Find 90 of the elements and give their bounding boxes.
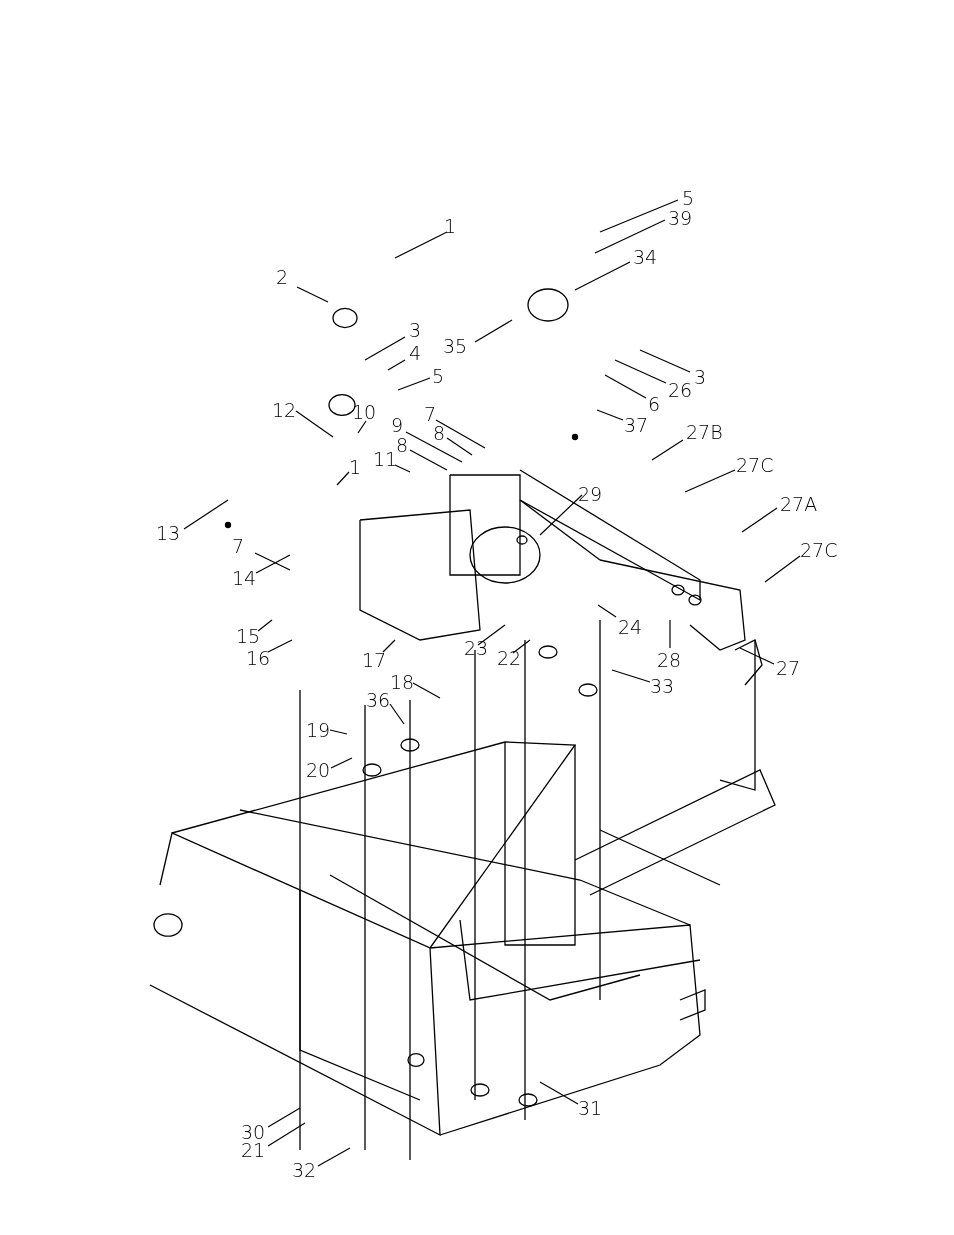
leader-line bbox=[267, 639, 293, 653]
leader-line bbox=[389, 703, 405, 725]
leader-line bbox=[409, 449, 448, 471]
callout-number: 15 bbox=[236, 626, 261, 646]
leader-line bbox=[183, 499, 229, 530]
callout-number: 27A bbox=[780, 494, 818, 514]
callout-number: 1 bbox=[349, 457, 362, 477]
callout-number: 4 bbox=[409, 343, 422, 363]
callout-number: 7 bbox=[424, 404, 437, 424]
callout-number: 5 bbox=[432, 366, 445, 386]
leader-line bbox=[597, 604, 617, 618]
callout-number: 27B bbox=[686, 422, 723, 442]
callout-number: 31 bbox=[578, 1098, 603, 1118]
leader-line bbox=[739, 647, 775, 665]
callout-number: 1 bbox=[444, 216, 457, 236]
callout-number: 29 bbox=[578, 484, 603, 504]
callout-number: 27C bbox=[800, 540, 838, 560]
leader-line bbox=[741, 507, 778, 533]
leader-line bbox=[397, 377, 431, 391]
leader-line bbox=[267, 1107, 301, 1128]
callout-number: 3 bbox=[694, 367, 707, 387]
callout-number: 7 bbox=[232, 536, 245, 556]
callout-number: 37 bbox=[624, 415, 649, 435]
callout-number: 2 bbox=[276, 267, 289, 287]
leader-line bbox=[539, 494, 583, 536]
callout-number: 35 bbox=[443, 336, 468, 356]
leader-line bbox=[669, 619, 671, 649]
leader-line bbox=[614, 359, 667, 384]
callout-number: 27C bbox=[736, 455, 774, 475]
leader-line bbox=[684, 469, 736, 493]
leader-line bbox=[257, 619, 273, 632]
leader-line bbox=[539, 1081, 579, 1105]
leader-line bbox=[611, 669, 651, 683]
leader-line bbox=[336, 471, 350, 486]
callout-number: 13 bbox=[156, 523, 181, 543]
leader-line bbox=[477, 624, 506, 646]
leader-line bbox=[267, 1122, 306, 1147]
callout-number: 27 bbox=[776, 658, 801, 678]
callout-number: 26 bbox=[668, 380, 693, 400]
leader-line bbox=[295, 410, 334, 438]
callout-number: 16 bbox=[246, 648, 271, 668]
leader-line bbox=[651, 439, 684, 461]
leader-line bbox=[296, 286, 329, 303]
leader-line bbox=[412, 682, 441, 699]
leader-line bbox=[329, 729, 348, 735]
callout-number: 20 bbox=[306, 760, 331, 780]
leader-line bbox=[357, 420, 367, 434]
leader-line bbox=[512, 639, 531, 654]
leader-line bbox=[317, 1147, 351, 1167]
leader-line bbox=[764, 555, 801, 583]
callout-number: 28 bbox=[657, 650, 682, 670]
callout-number: 8 bbox=[433, 423, 446, 443]
callout-number: 14 bbox=[232, 568, 257, 588]
callout-number: 19 bbox=[306, 720, 331, 740]
leader-line bbox=[364, 336, 406, 361]
callout-number: 22 bbox=[497, 648, 522, 668]
callout-number: 18 bbox=[390, 672, 415, 692]
callout-number: 3 bbox=[409, 320, 422, 340]
callout-number: 33 bbox=[650, 676, 675, 696]
leader-line bbox=[596, 409, 624, 421]
callout-number: 5 bbox=[682, 188, 695, 208]
leader-line bbox=[387, 359, 406, 371]
leader-line bbox=[394, 464, 411, 473]
leader-line bbox=[574, 261, 631, 291]
leader-line bbox=[394, 231, 448, 259]
leader-line bbox=[594, 219, 666, 254]
callout-number: 24 bbox=[618, 617, 643, 637]
callout-number: 21 bbox=[241, 1140, 266, 1160]
leader-line bbox=[599, 199, 679, 233]
leader-line bbox=[382, 639, 396, 653]
callout-number: 34 bbox=[633, 247, 658, 267]
leader-line bbox=[435, 419, 486, 449]
leader-line bbox=[405, 431, 463, 463]
leader-line bbox=[446, 437, 473, 456]
callout-number: 12 bbox=[272, 400, 297, 420]
callout-number: 30 bbox=[241, 1122, 266, 1142]
callout-number: 39 bbox=[668, 208, 693, 228]
leader-line bbox=[330, 757, 353, 769]
callout-number: 32 bbox=[292, 1160, 317, 1180]
callout-number: 6 bbox=[648, 394, 661, 414]
leader-line bbox=[639, 349, 691, 373]
callout-number: 17 bbox=[362, 650, 387, 670]
callout-number: 36 bbox=[366, 690, 391, 710]
callout-number: 10 bbox=[352, 402, 377, 422]
callout-number: 23 bbox=[464, 638, 489, 658]
callout-number: 9 bbox=[391, 415, 404, 435]
callout-number: 11 bbox=[373, 449, 398, 469]
leader-line bbox=[474, 319, 513, 343]
callout-number: 8 bbox=[396, 435, 409, 455]
leader-line bbox=[604, 374, 647, 399]
